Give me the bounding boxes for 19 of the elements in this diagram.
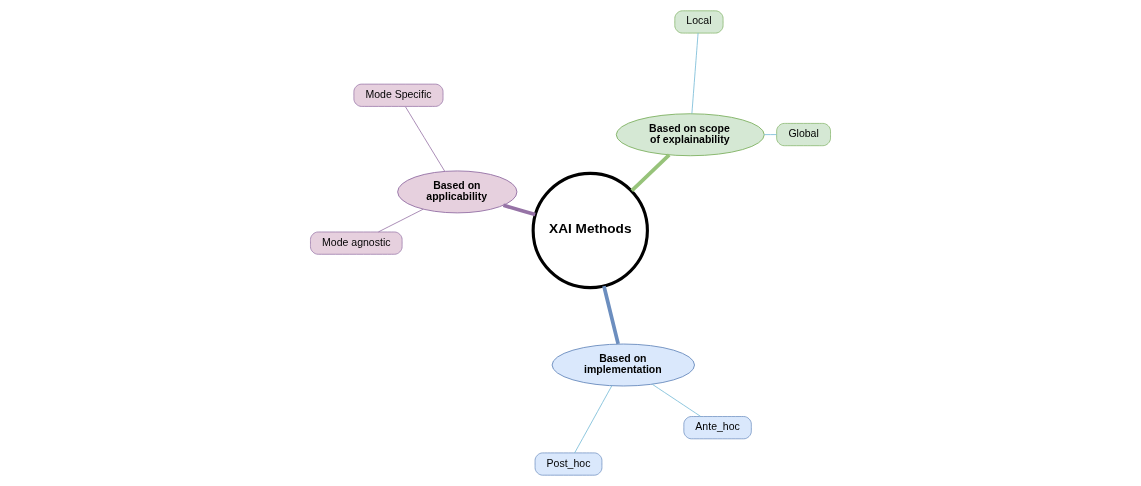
node-box: Ante_hoc: [683, 416, 752, 440]
connector: [763, 134, 777, 135]
connector: [404, 106, 446, 172]
connector: [630, 153, 671, 193]
node-box: Global: [776, 123, 831, 147]
node-box: Local: [674, 10, 724, 34]
node-box: Post_hoc: [534, 452, 603, 476]
node-ellipse: Based on scope of explainability: [615, 113, 765, 157]
connector: [651, 383, 701, 417]
connector: [691, 32, 699, 114]
connector: [378, 208, 424, 233]
node-circle: XAI Methods: [531, 171, 649, 290]
node-box: Mode Specific: [353, 83, 444, 107]
node-ellipse: Based on applicability: [397, 170, 518, 214]
node-ellipse: Based on implementation: [551, 343, 695, 387]
connector: [602, 285, 620, 345]
node-box: Mode agnostic: [310, 231, 403, 255]
connector: [502, 203, 536, 217]
connector: [574, 385, 613, 454]
